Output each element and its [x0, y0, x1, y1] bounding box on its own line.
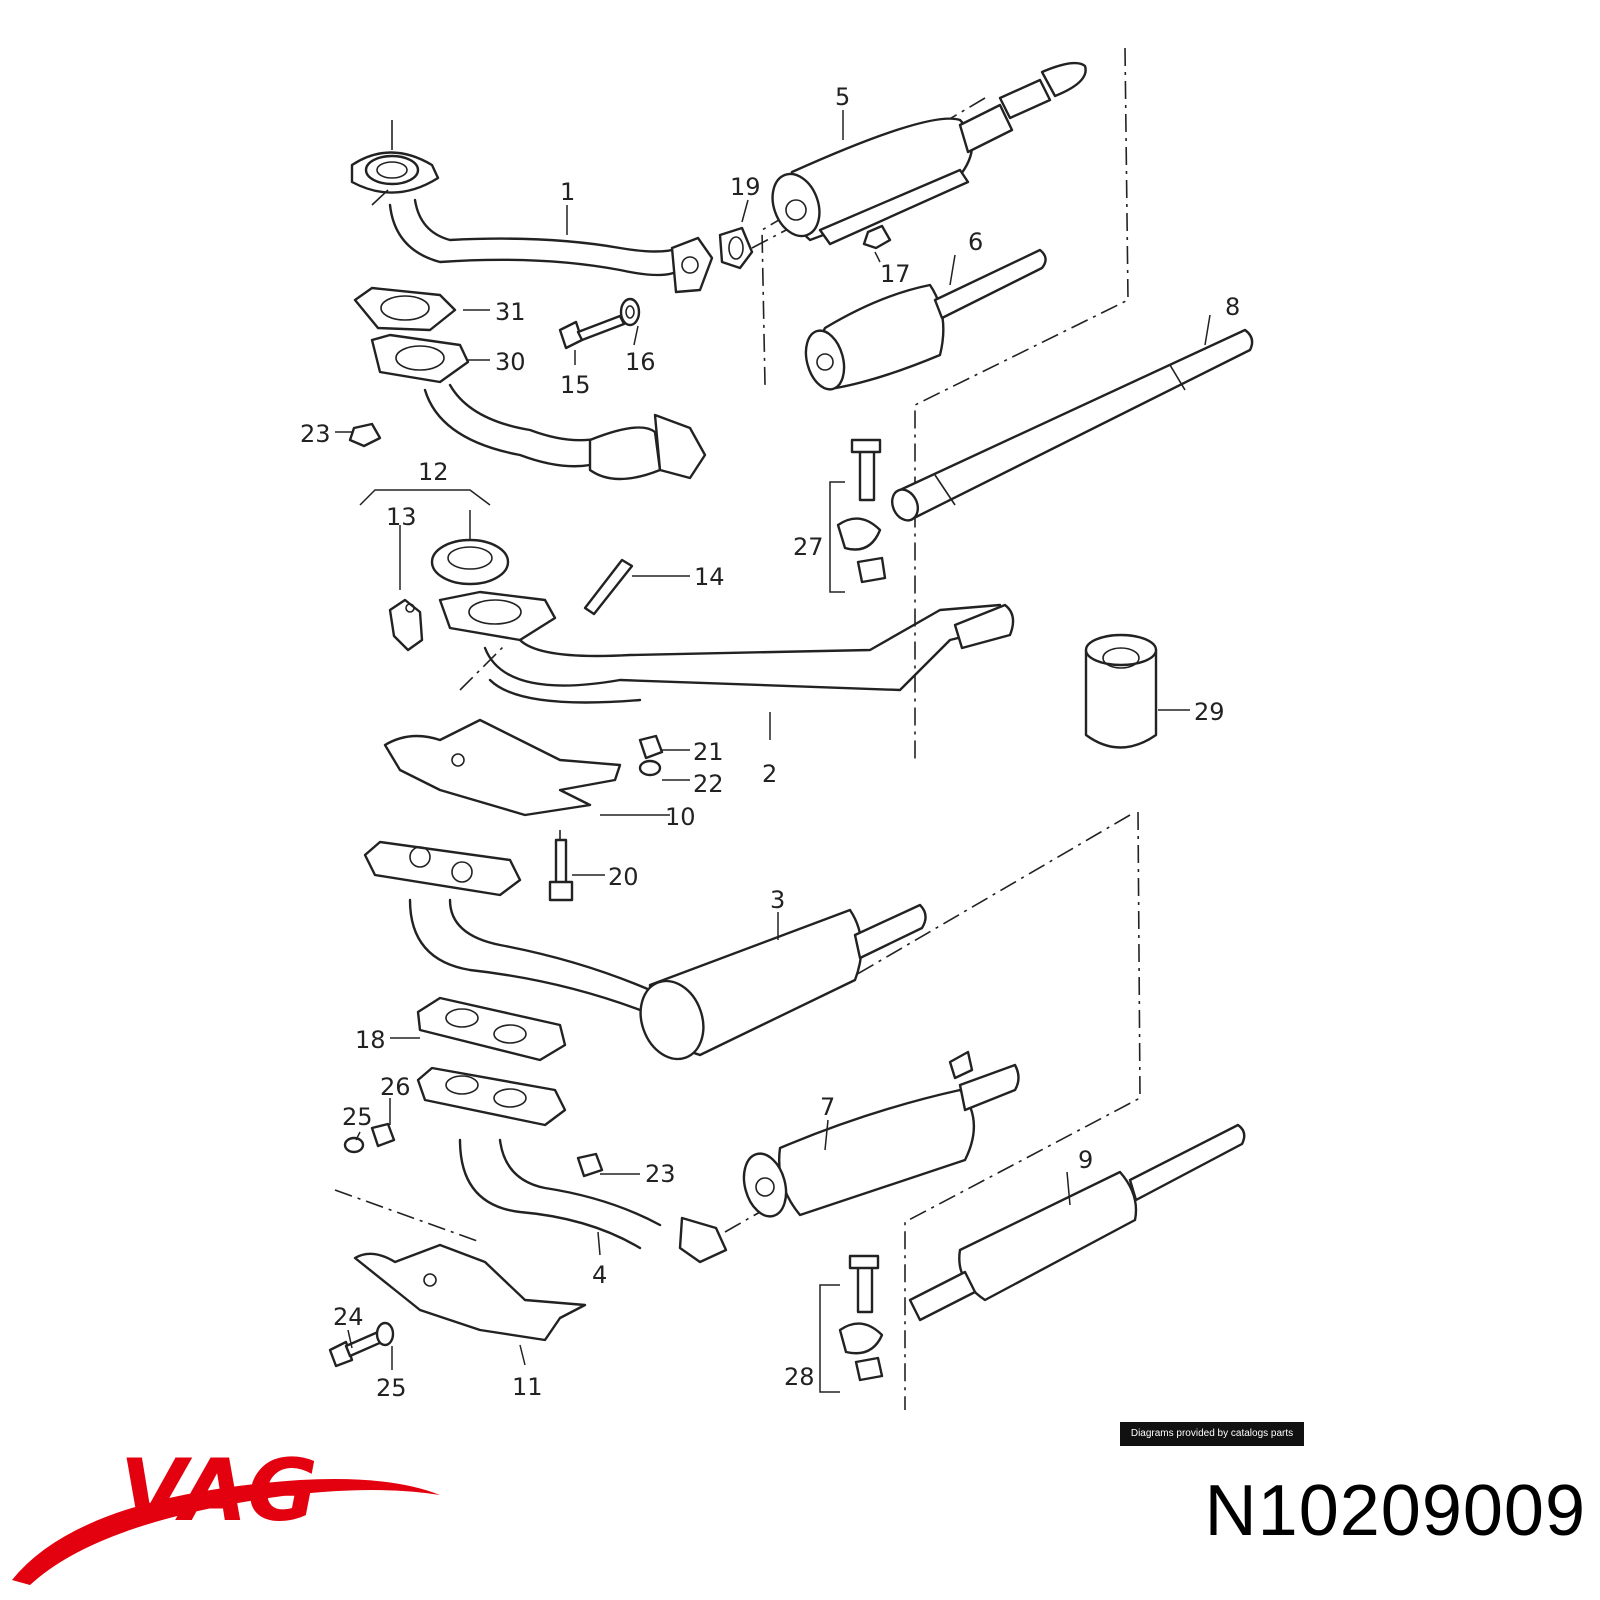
callout-17: 17	[880, 260, 911, 288]
callout-22: 22	[693, 770, 724, 798]
callout-23-lower: 23	[645, 1160, 676, 1188]
callout-24: 24	[333, 1303, 364, 1331]
part-8-tail-pipe	[890, 328, 1254, 522]
part-3-front-silencer-pipe	[363, 840, 927, 1061]
part-29-rubber-mount	[1084, 633, 1158, 749]
part-6-middle-silencer	[804, 248, 1047, 391]
part-11-heat-shield	[353, 1243, 587, 1342]
part-5-catalytic-converter	[771, 61, 1087, 246]
part-9-rear-silencer	[908, 1123, 1246, 1322]
callout-10: 10	[665, 803, 696, 831]
callout-11: 11	[512, 1373, 543, 1401]
part-21-nut	[638, 734, 664, 760]
part-22-washer	[638, 759, 662, 777]
callout-30: 30	[495, 348, 526, 376]
part-20-bolt	[548, 838, 574, 902]
part-17-nut	[862, 224, 892, 250]
callout-labels: 1 2 3 4 5 6 7 8 9 10 11 12 13 14 15 16 1…	[300, 83, 1240, 1402]
part-10-heat-shield	[383, 718, 622, 817]
callout-8: 8	[1225, 293, 1240, 321]
callout-25-upper: 25	[342, 1103, 373, 1131]
callout-15: 15	[560, 371, 591, 399]
callout-13: 13	[386, 503, 417, 531]
logo-text: VAG	[120, 1441, 318, 1541]
callout-14: 14	[694, 563, 725, 591]
part-25-washer-lower	[375, 1321, 395, 1347]
part-26-nut	[370, 1122, 396, 1148]
part-18-manifold-gasket	[416, 996, 567, 1062]
callout-19: 19	[730, 173, 761, 201]
part-27-clamp-assembly	[829, 438, 887, 593]
callout-26: 26	[380, 1073, 411, 1101]
callout-2: 2	[762, 760, 777, 788]
callout-23-upper: 23	[300, 420, 331, 448]
diagram-credit-badge: Diagrams provided by catalogs parts	[1120, 1422, 1304, 1446]
part-15-bolt	[558, 314, 626, 350]
callout-20: 20	[608, 863, 639, 891]
part-1-front-pipe	[350, 120, 714, 294]
callout-21: 21	[693, 738, 724, 766]
part-4-exhaust-manifold	[416, 1066, 728, 1264]
callout-28: 28	[784, 1363, 815, 1391]
callout-18: 18	[355, 1026, 386, 1054]
callout-4: 4	[592, 1261, 607, 1289]
callout-16: 16	[625, 348, 656, 376]
part-14-stud	[583, 558, 634, 616]
callout-27: 27	[793, 533, 824, 561]
assembly-guide-lines	[334, 47, 1141, 1410]
vag-logo: VAG	[12, 1441, 440, 1585]
part-23-nut-lower	[576, 1152, 604, 1178]
callout-29: 29	[1194, 698, 1225, 726]
callout-9: 9	[1078, 1146, 1093, 1174]
part-number: N10209009	[1204, 1471, 1586, 1551]
callout-6: 6	[968, 228, 983, 256]
callout-31: 31	[495, 298, 526, 326]
callout-7: 7	[820, 1093, 835, 1121]
part-24-bolt	[328, 1330, 384, 1368]
logo-swoosh	[12, 1479, 440, 1585]
part-2-front-pipe	[438, 590, 1015, 704]
part-30-flange-pipe	[370, 333, 707, 481]
part-7-catalytic-converter	[724, 1050, 1020, 1233]
part-13-bracket	[388, 598, 424, 652]
part-25-washer-upper	[343, 1136, 365, 1154]
part-31-gasket	[353, 286, 457, 332]
callout-1: 1	[560, 178, 575, 206]
part-19-clamp-ring	[718, 226, 791, 270]
callout-12: 12	[418, 458, 449, 486]
callout-leaders	[335, 110, 1211, 1370]
part-28-clamp-assembly	[819, 1254, 884, 1393]
callout-25-lower: 25	[376, 1374, 407, 1402]
callout-5: 5	[835, 83, 850, 111]
part-23-nut-upper	[348, 422, 382, 448]
part-16-washer	[619, 297, 641, 327]
part-12-gasket-set-bracket	[359, 489, 491, 506]
callout-3: 3	[770, 886, 785, 914]
part-12-sealing-ring	[430, 538, 510, 586]
